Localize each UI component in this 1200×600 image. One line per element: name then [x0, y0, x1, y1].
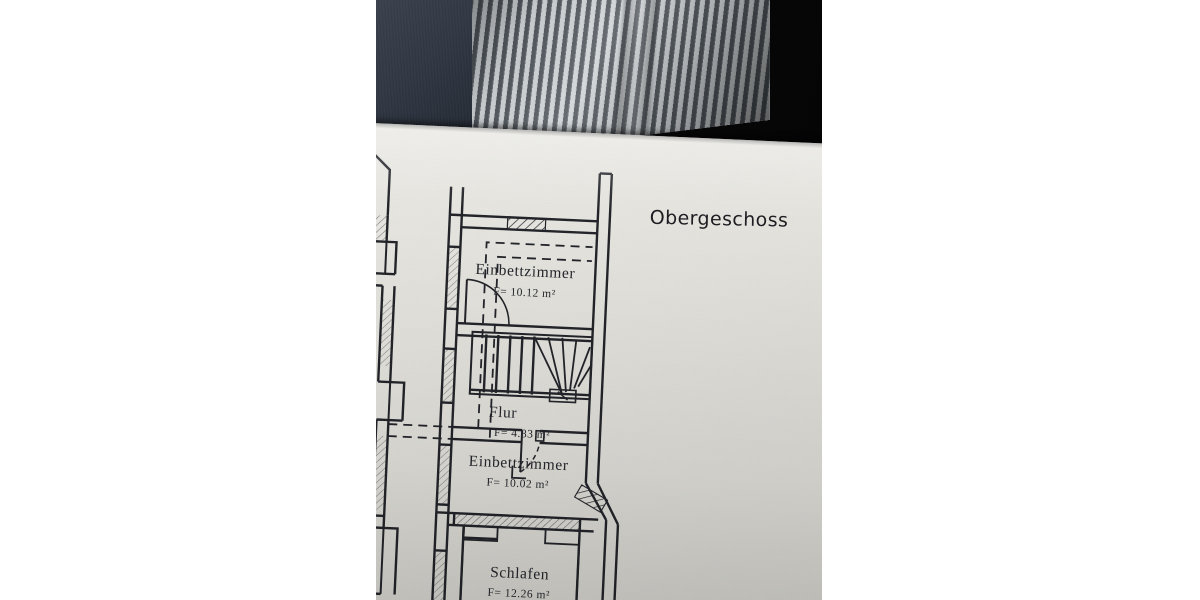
paper-sheet: Einbettzimmer F= 10.12 m² Flur F= 4.83 m… [376, 120, 822, 600]
room-label-einbettzimmer-unten: Einbettzimmer [468, 453, 569, 475]
room-area-flur: F= 4.83 m² [494, 427, 551, 442]
photo-region: Einbettzimmer F= 10.12 m² Flur F= 4.83 m… [376, 0, 822, 600]
staircase [468, 330, 594, 404]
room-area-schlafen: F= 12.26 m² [487, 587, 550, 600]
handwritten-title: Obergeschoss [650, 207, 789, 232]
main-plan [427, 172, 620, 600]
letterbox-right [822, 0, 1200, 600]
room-area-einbettzimmer-unten: F= 10.02 m² [486, 477, 549, 492]
letterbox-left [0, 0, 376, 600]
room-label-flur: Flur [489, 404, 518, 422]
room-label-einbettzimmer-oben: Einbettzimmer [475, 261, 576, 283]
left-partial-plan [376, 141, 406, 596]
room-area-einbettzimmer-oben: F= 10.12 m² [493, 286, 556, 301]
floor-plan-drawing: Einbettzimmer F= 10.12 m² Flur F= 4.83 m… [376, 141, 789, 600]
paper-vignette [376, 120, 822, 600]
room-label-schlafen: Schlafen [490, 564, 550, 584]
